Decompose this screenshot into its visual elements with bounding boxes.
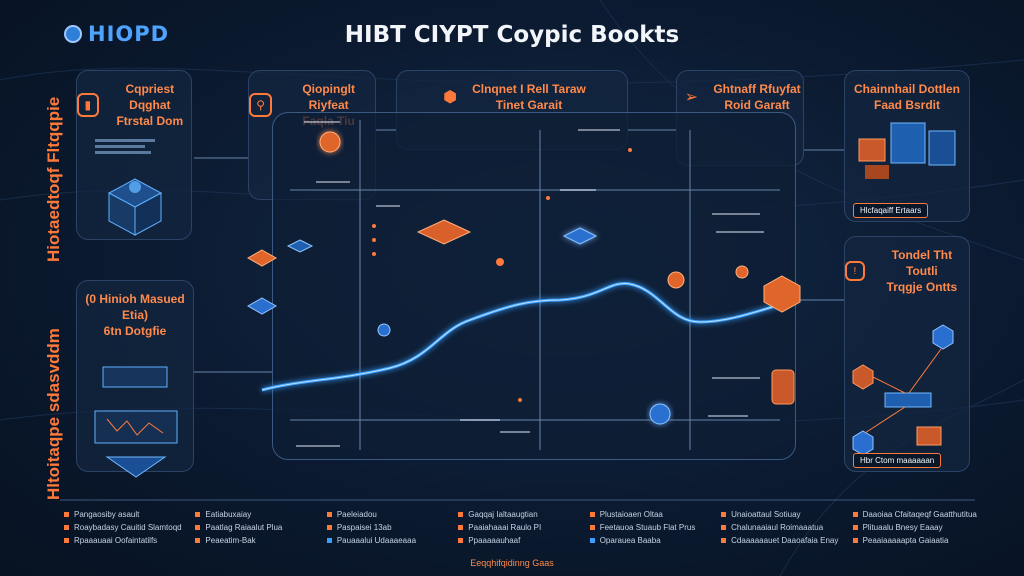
card-top-left[interactable]: ▮ Cqpriest Dqghat Ftrstal Dom	[76, 70, 192, 240]
stack-icon: ▮	[77, 93, 99, 117]
card-title: Ghtnaff Rfuyfat Roid Garaft	[713, 82, 801, 112]
legend-item: Ppaaaaauhaaf	[458, 536, 589, 545]
legend-item: Feetauoa Stuaub Flat Prus	[589, 523, 721, 532]
legend-item: Peaaiaaaaapta Gaiaatia	[852, 536, 984, 545]
footer-caption: Eeqqhifqidinng Gaas	[470, 558, 554, 568]
legend-item: Unaioattaul Sotiuay	[721, 510, 852, 519]
card-chip[interactable]: Hlcfaqaiff Ertaars	[853, 203, 929, 218]
legend-item: Eatiabuxaiay	[195, 510, 326, 519]
card-title: (0 Hinioh Masued Etia) 6tn Dotgfie	[85, 292, 185, 338]
card-header: ! Tondel Tht Toutli Trqgje Ontts	[845, 247, 969, 295]
person-icon: ⚲	[249, 93, 273, 117]
legend-item: Cdaaaaaauet Daaoafaia Enay	[721, 536, 852, 545]
card-header: Chainnhail Dottlen Faad Bsrdit	[845, 81, 969, 113]
legend: Pangaosiby asault Eatiabuxaiay Paeleiado…	[64, 510, 984, 545]
card-header: ▮ Cqpriest Dqghat Ftrstal Dom	[77, 81, 191, 129]
card-chip[interactable]: Hbr Ctom maaaaaan	[853, 453, 942, 468]
warning-icon: !	[845, 261, 865, 281]
legend-item: Chalunaaiaul Roimaaatua	[721, 523, 852, 532]
legend-item: Oparauea Baaba	[589, 536, 721, 545]
legend-item: Gaqqaj Ialtaaugtian	[458, 510, 589, 519]
legend-item: Rpaaauaai Oofaintatilfs	[64, 536, 195, 545]
legend-item: Paeleiadou	[326, 510, 458, 519]
legend-item: Peaeatim-Bak	[195, 536, 326, 545]
legend-item: Plituaalu Bnesy Eaaay	[852, 523, 984, 532]
cube-illustration	[107, 178, 163, 236]
brand-logo: HIOPD	[64, 22, 169, 46]
hexagon-icon: ⬢	[443, 89, 458, 106]
fish-icon: ➢	[684, 89, 699, 106]
legend-item: Paatlag Raiaalut Plua	[195, 523, 326, 532]
page-title: HIBT CIYPT Coypic Bookts	[344, 22, 680, 48]
card-top-right[interactable]: Chainnhail Dottlen Faad Bsrdit Hlcfaqaif…	[844, 70, 970, 222]
card-title: Tondel Tht Toutli Trqgje Ontts	[886, 248, 958, 294]
main-diagram-panel	[272, 112, 796, 460]
server-blocks-illustration	[858, 122, 956, 179]
legend-item: Plustaioaen Oltaa	[589, 510, 721, 519]
logo-circle-icon	[64, 25, 82, 43]
card-notes	[95, 139, 165, 154]
card-header: ➢ Ghtnaff Rfuyfat Roid Garaft	[677, 81, 803, 113]
legend-item: Paaiahaaai Raulo PI	[458, 523, 589, 532]
card-title: Cqpriest Dqghat Ftrstal Dom	[116, 82, 184, 128]
card-bottom-left[interactable]: (0 Hinioh Masued Etia) 6tn Dotgfie	[76, 280, 194, 478]
card-title: Chainnhail Dottlen Faad Bsrdit	[854, 82, 960, 112]
card-title: Clnqnet I Rell Taraw Tinet Garait	[472, 82, 586, 112]
module-illustration	[94, 366, 178, 478]
process-flow-illustration	[852, 324, 954, 456]
logo-text: HIOPD	[88, 22, 170, 46]
legend-item: Paspaisei 13ab	[326, 523, 458, 532]
card-bottom-right[interactable]: ! Tondel Tht Toutli Trqgje Ontts Hbr Cto…	[844, 236, 970, 472]
card-header: ⬢ Clnqnet I Rell Taraw Tinet Garait	[397, 81, 627, 113]
card-header: (0 Hinioh Masued Etia) 6tn Dotgfie	[77, 291, 193, 339]
legend-item: Daaoiaa Cfaitaqeqf Gaatthutitua	[852, 510, 984, 519]
legend-item: Roaybadasy Cauitid Slamtoqd	[64, 523, 195, 532]
legend-item: Pauaaalui Udaaaeaaa	[326, 536, 458, 545]
legend-item: Pangaosiby asault	[64, 510, 195, 519]
